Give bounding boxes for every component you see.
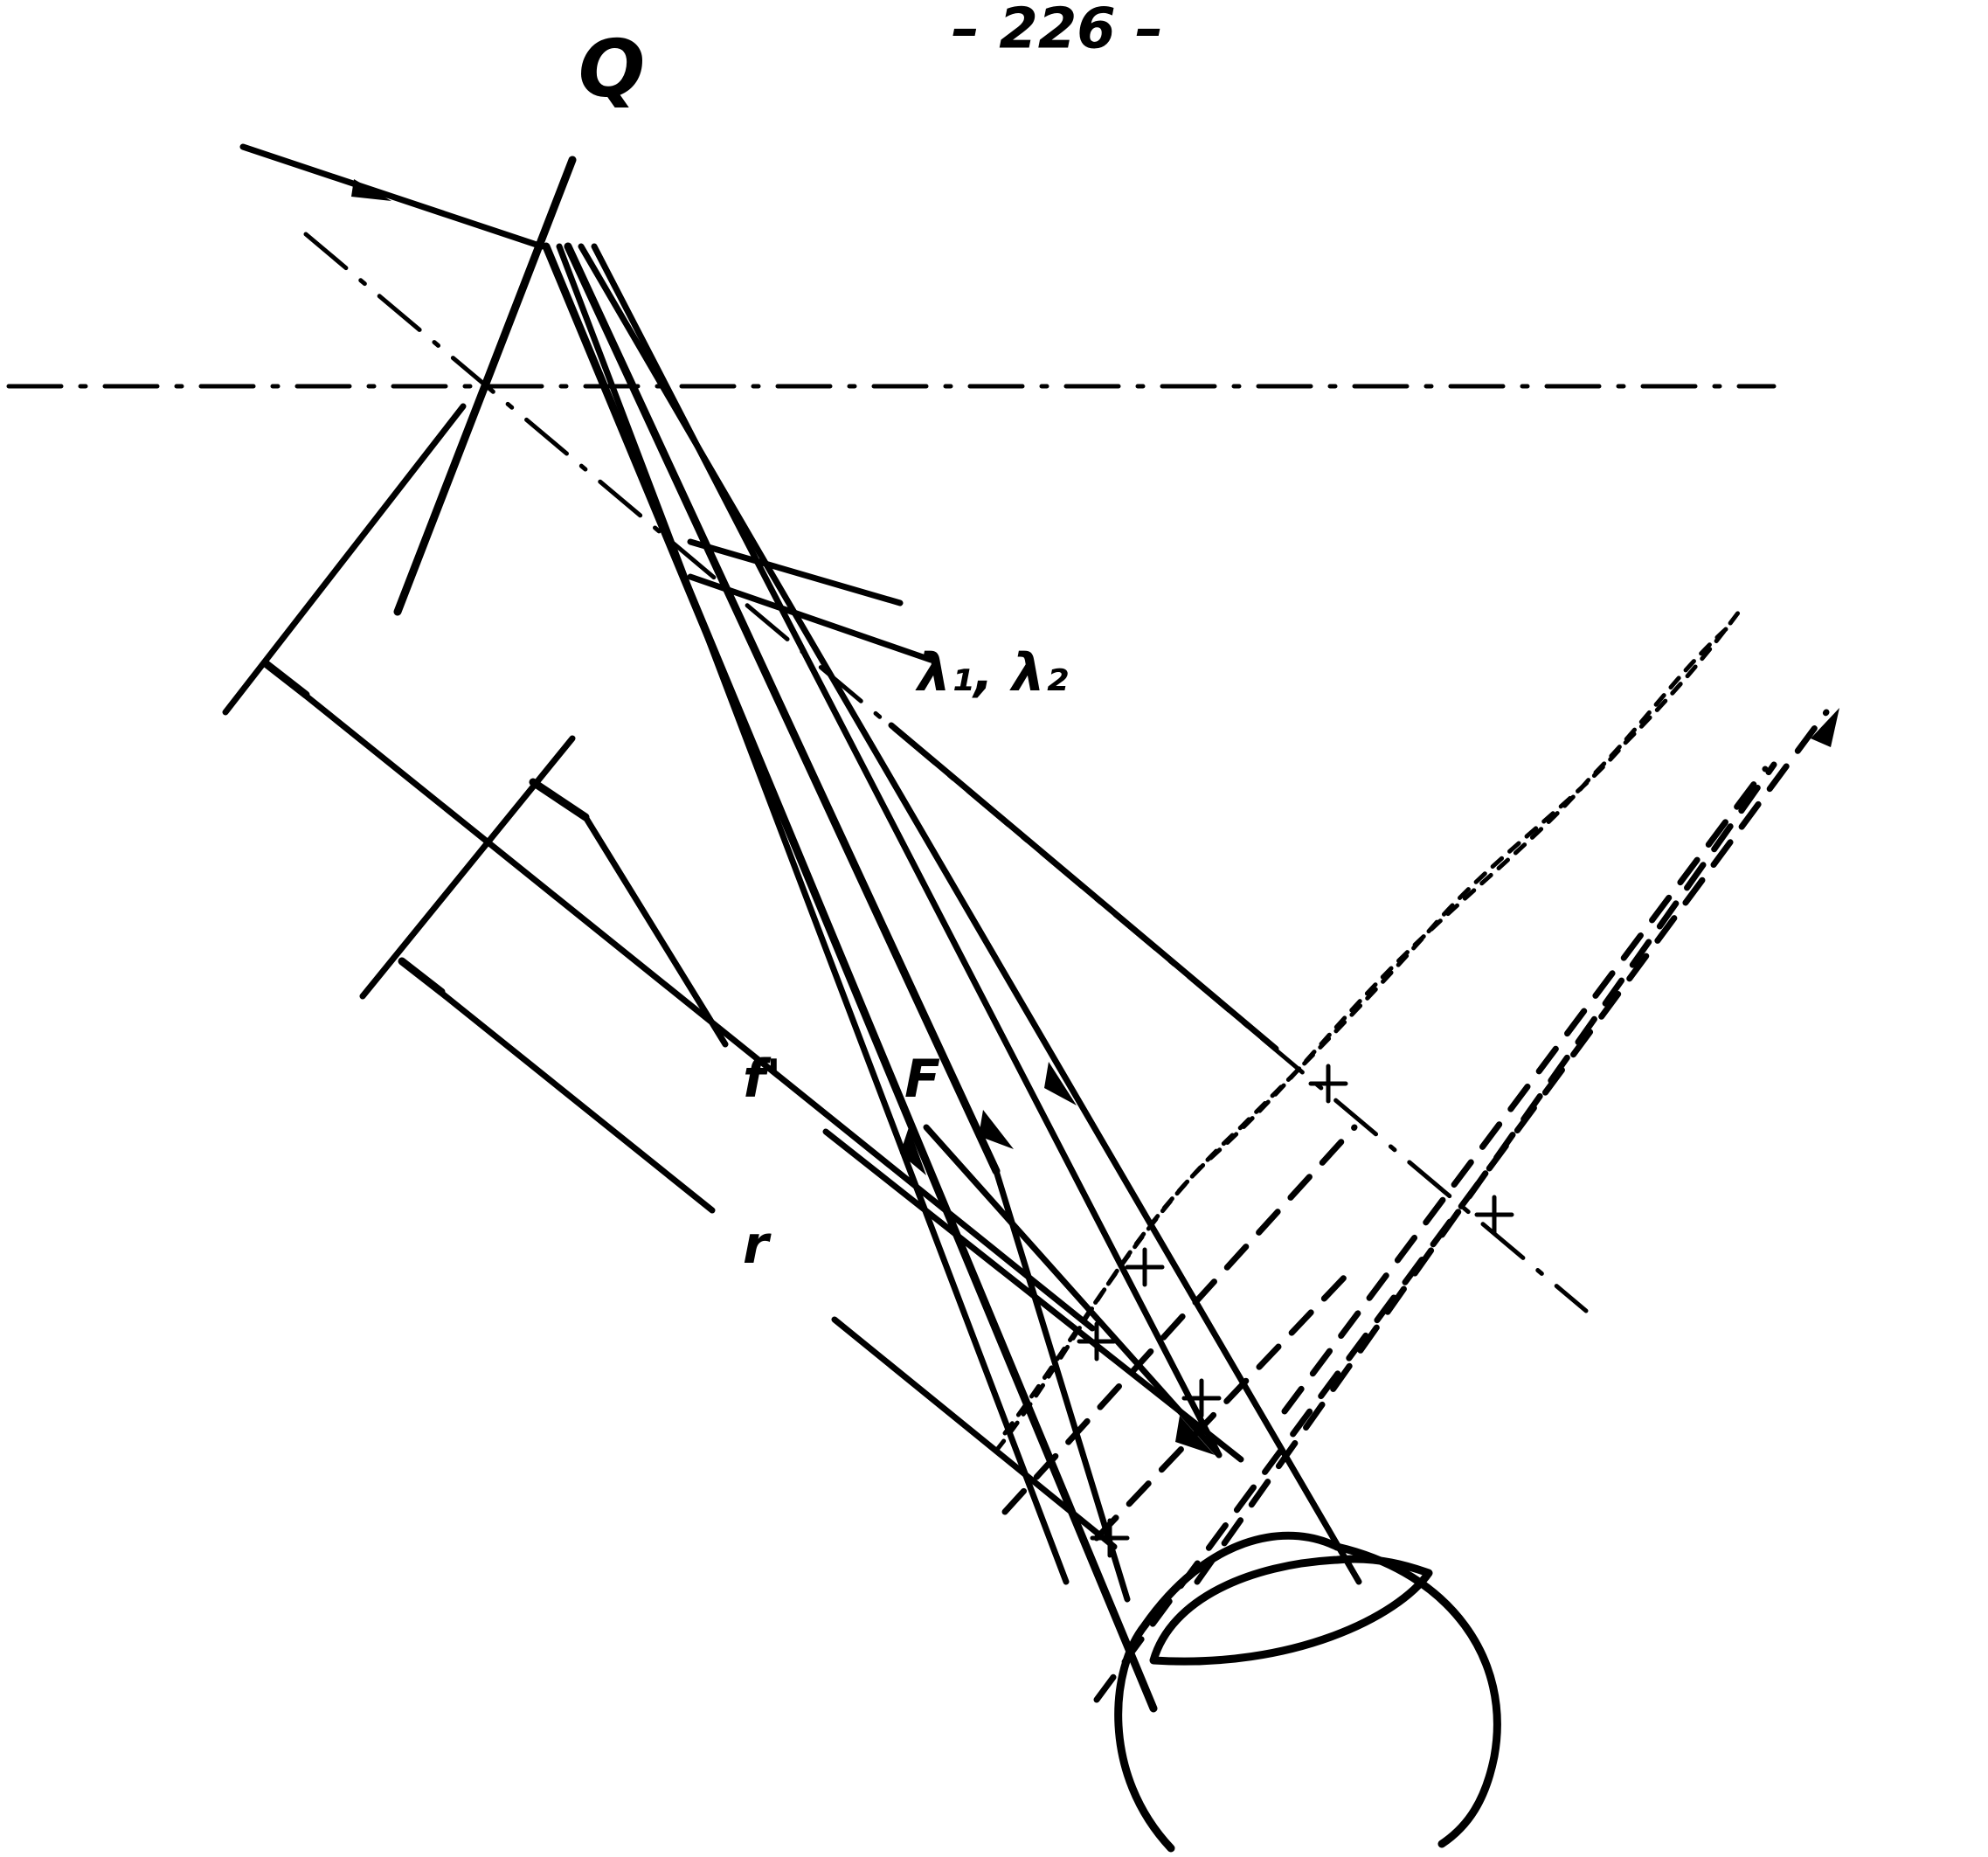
dashed-ray-1 <box>1093 709 1830 1703</box>
dispersion-line-a <box>687 538 904 606</box>
dashed-ray-2 <box>1194 761 1777 1585</box>
ray-7 <box>923 1124 1223 1459</box>
incident-ray-arrow <box>351 179 391 201</box>
mirror-line <box>393 156 577 616</box>
eye-lens <box>1149 1555 1433 1666</box>
focal-length-label: f' <box>743 1049 781 1110</box>
ray-5 <box>591 243 1223 1459</box>
ray-arrow-2 <box>900 1127 926 1175</box>
dashed-ray-arrow <box>1811 708 1839 747</box>
ray-3 <box>564 242 1001 1175</box>
dimension-line-3 <box>582 814 729 1048</box>
point-q-label: Q <box>578 24 646 115</box>
ray-1 <box>542 242 1158 1713</box>
ray-arrow-1 <box>1044 1062 1077 1105</box>
distance-r-label: r <box>743 1215 772 1276</box>
bracket-middle <box>359 735 576 1000</box>
bracket-left-upper <box>222 403 467 716</box>
eye-outline <box>1114 1531 1501 1853</box>
dimension-line-2 <box>398 958 716 1214</box>
dashed-ray-3 <box>1281 766 1769 1415</box>
dimension-line-1 <box>263 661 1096 1332</box>
dispersion-line-b <box>687 573 934 663</box>
ray-arrow-3 <box>979 1110 1014 1149</box>
wavelength-label: λ₁, λ₂ <box>915 642 1068 703</box>
dotted-wave-2 <box>1002 609 1742 1436</box>
page-number: – 226 – <box>952 0 1163 61</box>
bracket-upper-tick <box>529 778 590 821</box>
cross-marks <box>1077 1064 1514 1558</box>
focus-point-label: F <box>904 1049 940 1110</box>
tilted-axis <box>303 232 1589 1313</box>
dimension-line-6 <box>888 722 1279 1052</box>
dashed-ray-4 <box>1001 1124 1358 1515</box>
ray-2 <box>556 243 1070 1585</box>
dashed-ray-5 <box>1093 1272 1349 1542</box>
incident-ray <box>239 143 545 250</box>
